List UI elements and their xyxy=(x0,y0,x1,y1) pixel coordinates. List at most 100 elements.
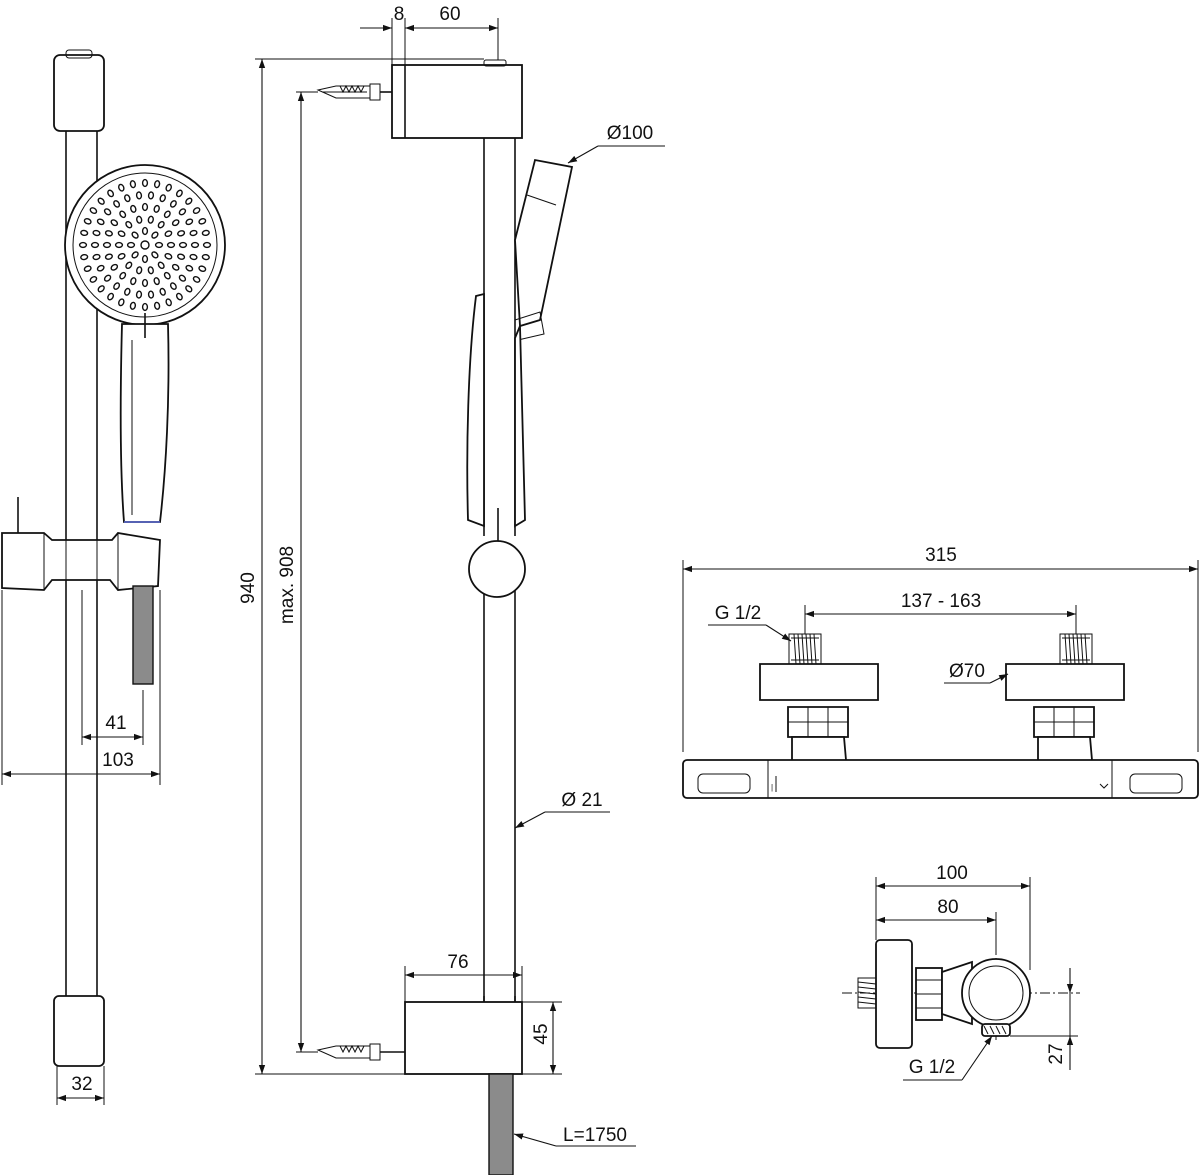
slider-holder xyxy=(1,497,161,591)
spray-nozzle xyxy=(141,278,149,288)
spray-nozzle xyxy=(92,229,101,237)
spray-nozzle xyxy=(165,298,172,307)
spray-nozzle xyxy=(125,261,133,270)
dim-137-163-label: 137 - 163 xyxy=(901,591,981,612)
spray-nozzle xyxy=(147,215,154,224)
top-cap xyxy=(65,49,93,59)
spray-nozzle xyxy=(131,231,139,239)
spray-nozzle xyxy=(159,194,166,203)
spray-nozzle xyxy=(192,207,201,215)
spray-nozzle xyxy=(201,229,210,237)
label-g-half-bottom: G 1/2 xyxy=(903,1035,993,1081)
spray-nozzle xyxy=(125,220,133,229)
spray-nozzle xyxy=(153,180,161,189)
spray-nozzle xyxy=(119,210,127,219)
spray-nozzle xyxy=(175,292,183,301)
dimension-27: 27 xyxy=(1010,968,1078,1070)
spray-nozzle xyxy=(90,241,100,249)
spray-nozzle xyxy=(175,189,183,198)
spray-nozzle xyxy=(103,274,112,282)
spray-nozzle xyxy=(135,290,143,299)
dim-103-label: 103 xyxy=(102,750,134,771)
spray-nozzle xyxy=(153,277,160,286)
spray-nozzle xyxy=(189,229,198,237)
hose-front xyxy=(132,585,154,685)
spray-nozzle xyxy=(190,241,200,249)
dimension-max-908: max. 908 xyxy=(277,91,318,1053)
dimension-80: 80 xyxy=(876,897,997,945)
spray-nozzle xyxy=(163,210,171,219)
dim-dia-70-label: Ø70 xyxy=(949,661,985,682)
spray-nozzle xyxy=(135,191,143,200)
top-bracket-cap xyxy=(483,59,507,67)
spray-nozzle xyxy=(78,241,88,249)
spray-nozzle xyxy=(129,301,137,310)
spray-nozzle xyxy=(89,275,98,283)
spray-nozzle xyxy=(165,183,172,192)
spray-nozzle xyxy=(97,285,105,293)
spray-nozzle xyxy=(96,264,105,272)
spray-nozzle xyxy=(153,204,160,213)
dim-dia-100-label: Ø100 xyxy=(607,123,653,144)
dim-80-label: 80 xyxy=(937,897,958,918)
spray-nozzle xyxy=(141,254,149,264)
dimension-32: 32 xyxy=(56,1066,105,1105)
dim-g12-bottom-label: G 1/2 xyxy=(909,1057,955,1078)
top-bracket-side xyxy=(391,64,523,139)
spray-nozzle xyxy=(178,274,187,282)
spray-nozzle xyxy=(198,265,207,272)
right-connector xyxy=(1005,633,1125,773)
spray-nozzle xyxy=(117,230,126,238)
spray-nozzle xyxy=(104,253,113,260)
thermostat-icon: | xyxy=(682,633,1199,799)
spray-nozzle xyxy=(118,183,125,192)
spray-nozzle xyxy=(97,197,105,205)
dimension-940: 940 xyxy=(238,58,484,1075)
spray-nozzle xyxy=(131,251,139,259)
dim-8-label: 8 xyxy=(394,4,405,25)
spray-nozzle xyxy=(110,263,119,271)
spray-nozzle xyxy=(157,220,165,229)
spray-nozzle xyxy=(169,282,177,290)
dimension-hose-length: L=1750 xyxy=(513,1125,636,1147)
spray-nozzle xyxy=(147,266,154,275)
spray-nozzle xyxy=(147,191,155,200)
bottom-bracket-front xyxy=(53,995,105,1067)
svg-text:|: | xyxy=(771,783,773,792)
spray-nozzle xyxy=(171,219,180,227)
dimension-315: 315 xyxy=(682,545,1199,752)
spray-nozzle xyxy=(189,253,198,261)
dimension-dia-70: Ø70 xyxy=(944,661,1009,684)
slider-knob-side xyxy=(468,508,526,598)
dim-940-label: 940 xyxy=(238,572,259,604)
spray-nozzle xyxy=(103,208,112,216)
spray-nozzle xyxy=(178,208,187,216)
spray-nozzle xyxy=(171,263,180,271)
spray-nozzle xyxy=(178,241,188,249)
dim-g12-top-label: G 1/2 xyxy=(715,603,761,624)
spray-nozzle xyxy=(201,253,210,261)
spray-nozzle xyxy=(80,253,89,261)
spray-nozzle xyxy=(151,231,159,239)
dimension-dia-21: Ø 21 xyxy=(514,790,610,829)
dimension-76: 76 xyxy=(404,952,523,1002)
side-view xyxy=(316,59,574,1175)
spray-nozzle xyxy=(177,253,186,260)
spray-nozzle xyxy=(163,271,171,280)
spray-nozzle xyxy=(114,241,124,249)
dimension-103: 103 xyxy=(1,590,161,785)
spray-nozzle xyxy=(185,264,194,272)
spray-nozzle xyxy=(104,230,113,237)
spray-nozzle xyxy=(169,200,177,208)
spray-nozzle xyxy=(159,287,166,296)
spray-nozzle xyxy=(141,202,149,212)
spray-nozzle xyxy=(110,219,119,227)
top-wall-anchor xyxy=(316,83,392,101)
spray-nozzle xyxy=(185,218,194,226)
spray-nozzle xyxy=(113,200,121,208)
left-connector xyxy=(759,633,879,773)
spray-nozzle xyxy=(118,298,125,307)
dim-32-label: 32 xyxy=(71,1074,92,1095)
spray-nozzle xyxy=(117,252,126,260)
